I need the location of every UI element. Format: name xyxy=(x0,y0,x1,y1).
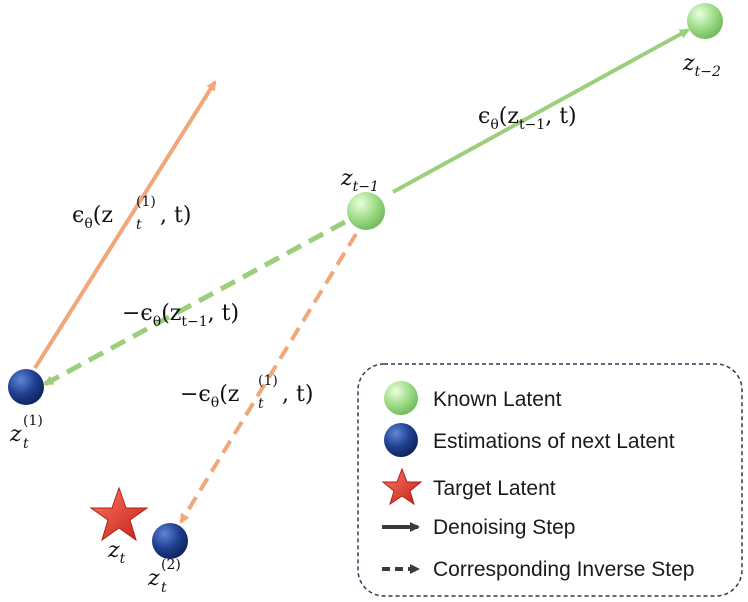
edge-label-eps-z-t-minus-1: ϵθ(zt−1, t) xyxy=(478,104,577,133)
svg-text:(2): (2) xyxy=(161,557,181,573)
svg-text:(1): (1) xyxy=(258,373,278,389)
label-z-t: zt xyxy=(107,538,126,567)
svg-text:(1): (1) xyxy=(23,413,43,429)
legend-label-known-latent: Known Latent xyxy=(433,388,562,411)
svg-text:ϵθ(z: ϵθ(z xyxy=(72,203,113,232)
node-z-t-minus-2 xyxy=(687,3,723,39)
svg-text:, t): , t) xyxy=(160,203,191,228)
svg-text:z: z xyxy=(9,422,22,447)
legend-label-estimations: Estimations of next Latent xyxy=(433,430,675,453)
label-z-t1: z t (1) xyxy=(9,413,43,452)
edge-label-neg-eps-z-t1: −ϵθ(z t (1) , t) xyxy=(180,373,313,412)
known-latent-ball-icon xyxy=(384,381,418,415)
svg-text:t: t xyxy=(161,580,167,596)
target-star-icon xyxy=(89,486,149,542)
label-z-t-minus-1: zt−1 xyxy=(340,166,379,195)
legend-target-star-icon xyxy=(381,467,423,506)
legend-label-denoising-step: Denoising Step xyxy=(433,516,575,539)
svg-text:−ϵθ(z: −ϵθ(z xyxy=(180,382,239,411)
legend-label-target-latent: Target Latent xyxy=(433,477,556,500)
svg-text:t: t xyxy=(258,396,264,412)
node-z-t2 xyxy=(152,523,188,559)
edge-label-eps-z-t1: ϵθ(z t (1) , t) xyxy=(72,194,191,233)
svg-text:z: z xyxy=(147,566,160,591)
label-z-t2: z t (2) xyxy=(147,557,181,596)
legend-box xyxy=(357,363,743,597)
denoise-arrow-z-t-minus-1 xyxy=(392,28,690,194)
denoise-arrow-z-t1 xyxy=(33,80,217,370)
legend: Known Latent Estimations of next Latent … xyxy=(357,363,743,597)
inverse-arrow-to-z-t1 xyxy=(43,219,347,387)
svg-text:, t): , t) xyxy=(282,382,313,407)
inverse-arrow-to-z-t2 xyxy=(179,232,358,524)
label-z-t-minus-2: zt−2 xyxy=(682,51,721,80)
node-z-t1 xyxy=(8,369,44,405)
svg-text:t: t xyxy=(23,436,29,452)
node-z-t-minus-1 xyxy=(347,192,385,230)
edge-label-neg-eps-z-t-minus-1: −ϵθ(zt−1, t) xyxy=(122,301,239,330)
estimation-ball-icon xyxy=(384,423,418,457)
legend-label-inverse-step: Corresponding Inverse Step xyxy=(433,558,695,581)
svg-text:(1): (1) xyxy=(136,194,156,210)
svg-text:t: t xyxy=(136,217,142,233)
